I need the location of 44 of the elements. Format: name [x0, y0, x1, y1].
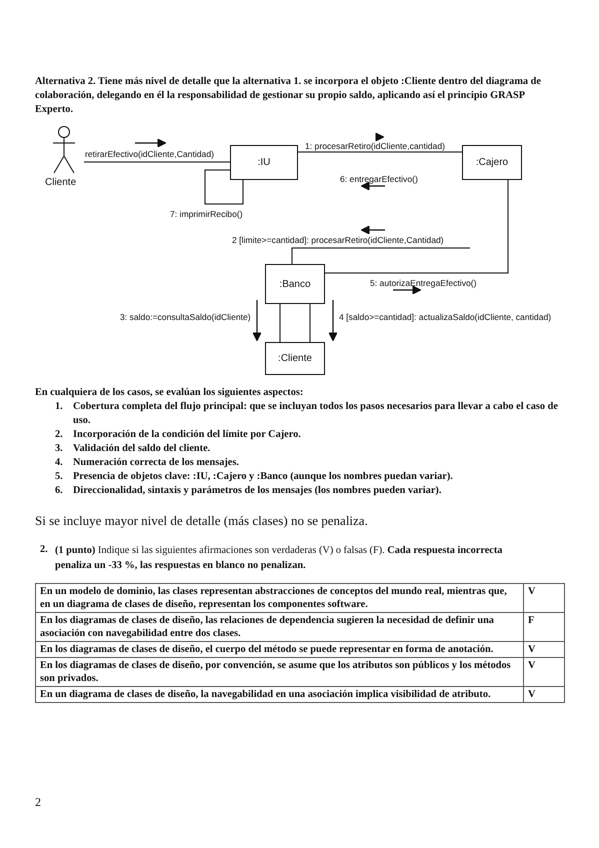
list-number: 3.: [55, 442, 63, 456]
object-box: :Cajero: [462, 145, 522, 180]
answer-cell: V: [524, 686, 564, 702]
intro-paragraph: Alternativa 2. Tiene más nivel de detalle que la alternativa 1. se incorpora el objeto :Cliente dentro del diagrama de colaboración, delegando en él la responsabilidad de gestionar su propio saldo, aplicando así el principio GRASP Experto.: [35, 75, 542, 117]
message-label: 4 [saldo>=cantidad]: actualizaSaldo(idCliente, cantidad): [339, 312, 552, 322]
message-label: 6: entregarEfectivo(): [340, 174, 418, 184]
page-number: 2: [35, 795, 41, 810]
statement-cell: En un diagrama de clases de diseño, la navegabilidad en una asociación implica visibilidad de atributo.: [36, 686, 524, 702]
list-number: 1.: [55, 400, 63, 414]
statement-cell: En los diagramas de clases de diseño, las relaciones de dependencia sugieren la necesidad de definir una asociación con navegabilidad entre dos clases.: [36, 612, 524, 642]
statement-cell: En los diagramas de clases de diseño, el cuerpo del método se puede representar en forma de anotación.: [36, 642, 524, 658]
connector-line: [292, 248, 470, 264]
list-item: Cobertura completa del flujo principal: que se incluyan todos los pasos necesarios para llevar a cabo el caso de uso.: [73, 400, 559, 428]
section-intro: En cualquiera de los casos, se evalúan los siguientes aspectos:: [35, 386, 304, 400]
object-box: :Cliente: [265, 342, 325, 375]
list-number: 6.: [55, 484, 63, 498]
list-number: 2.: [55, 428, 63, 442]
message-label: 3: saldo:=consultaSaldo(idCliente): [120, 312, 251, 322]
connector-line: [204, 170, 244, 204]
list-number: 5.: [55, 470, 63, 484]
answer-cell: F: [524, 612, 564, 642]
message-label: retirarEfectivo(idCliente,Cantidad): [85, 149, 214, 159]
list-item: Validación del saldo del cliente.: [73, 442, 212, 456]
question-text: (1 punto) Indique si las siguientes afirmaciones son verdaderas (V) o falsas (F). Cada respuesta incorrecta penaliza un -33 %, las respuestas en blanco no penalizan.: [55, 544, 504, 573]
list-item: Direccionalidad, sintaxis y parámetros de los mensajes (los nombres pueden variar).: [73, 484, 442, 498]
note-text: Si se incluye mayor nivel de detalle (más clases) no se penaliza.: [35, 513, 369, 529]
answer-cell: V: [524, 584, 564, 612]
list-item: Presencia de objetos clave: :IU, :Cajero y :Banco (aunque los nombres puedan variar).: [73, 470, 454, 484]
message-label: 1: procesarRetiro(idCliente,cantidad): [305, 141, 445, 151]
statement-cell: En un modelo de dominio, las clases representan abstracciones de conceptos del mundo real, mientras que, en un diagrama de clases de diseño, representan los componentes software.: [36, 584, 524, 612]
list-number: 4.: [55, 456, 63, 470]
message-label: 2 [limite>=cantidad]: procesarRetiro(idCliente,Cantidad): [232, 235, 444, 245]
object-box: :Banco: [265, 264, 325, 304]
question-number: 2.: [40, 543, 48, 557]
object-box: :IU: [230, 145, 298, 180]
message-label: 7: imprimirRecibo(): [170, 209, 243, 219]
connector-line: [324, 180, 508, 274]
list-item: Incorporación de la condición del límite por Cajero.: [73, 428, 302, 442]
actor-label: Cliente: [45, 177, 76, 188]
answer-cell: V: [524, 658, 564, 686]
message-label: 5: autorizaEntregaEfectivo(): [370, 278, 477, 288]
list-item: Numeración correcta de los mensajes.: [73, 456, 240, 470]
answer-cell: V: [524, 642, 564, 658]
statement-cell: En los diagramas de clases de diseño, por convención, se asume que los atributos son públicos y los métodos son privados.: [36, 658, 524, 686]
